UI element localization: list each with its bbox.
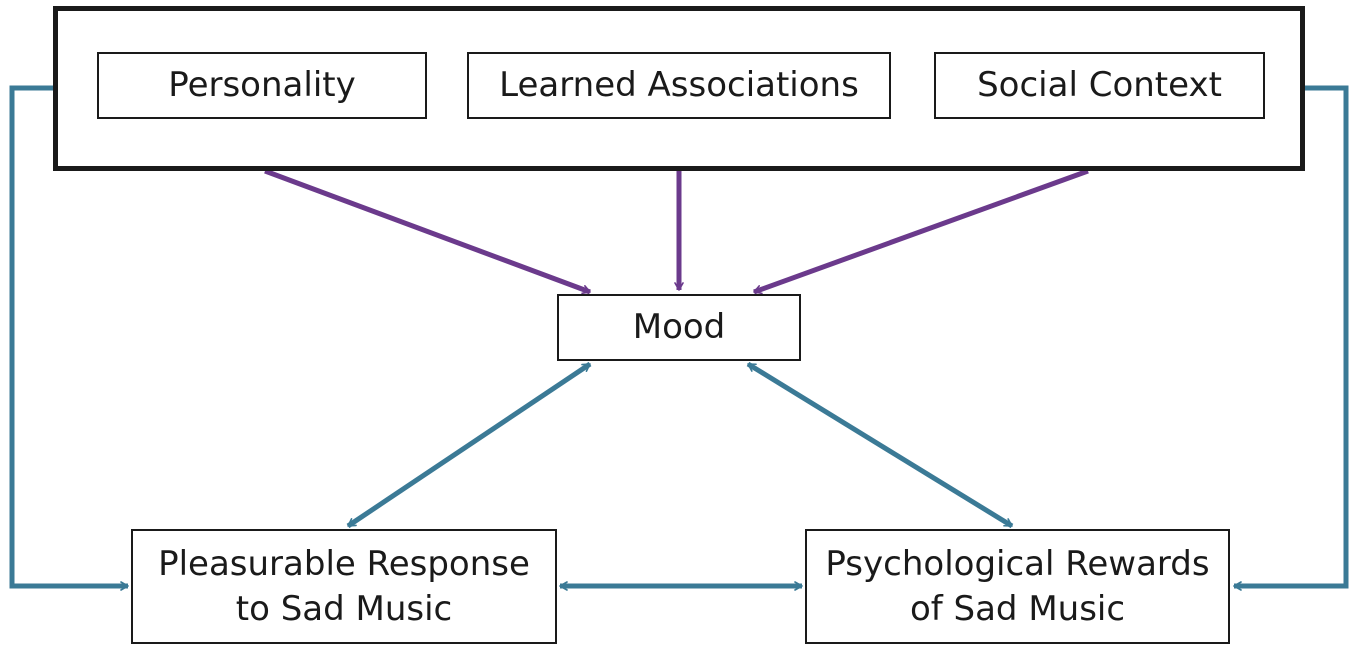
- arrow-mood-psychological-rewards: [746, 361, 1014, 529]
- mood-label: Mood: [632, 307, 726, 348]
- personality-box: Personality: [97, 52, 427, 119]
- learned-associations-box: Learned Associations: [467, 52, 891, 119]
- arrow-mood-pleasurable-response: [346, 361, 592, 529]
- pleasurable-response-line1: Pleasurable Response: [158, 544, 530, 585]
- pleasurable-response-box: Pleasurable Response to Sad Music: [131, 529, 557, 644]
- learned-associations-label: Learned Associations: [499, 65, 859, 106]
- pleasurable-response-line2: to Sad Music: [235, 588, 453, 629]
- social-context-label: Social Context: [977, 65, 1222, 106]
- arrow-influences-to-psychological-rewards: [1233, 85, 1349, 591]
- mood-box: Mood: [557, 294, 801, 361]
- social-context-box: Social Context: [934, 52, 1265, 119]
- arrow-influences-to-pleasurable-response: [9, 85, 129, 591]
- personality-label: Personality: [168, 65, 356, 106]
- psychological-rewards-line2: of Sad Music: [909, 588, 1126, 629]
- arrow-personality-to-mood: [264, 168, 591, 295]
- psychological-rewards-box: Psychological Rewards of Sad Music: [805, 529, 1230, 644]
- psychological-rewards-line1: Psychological Rewards: [825, 544, 1210, 585]
- arrow-context-to-mood: [753, 168, 1089, 295]
